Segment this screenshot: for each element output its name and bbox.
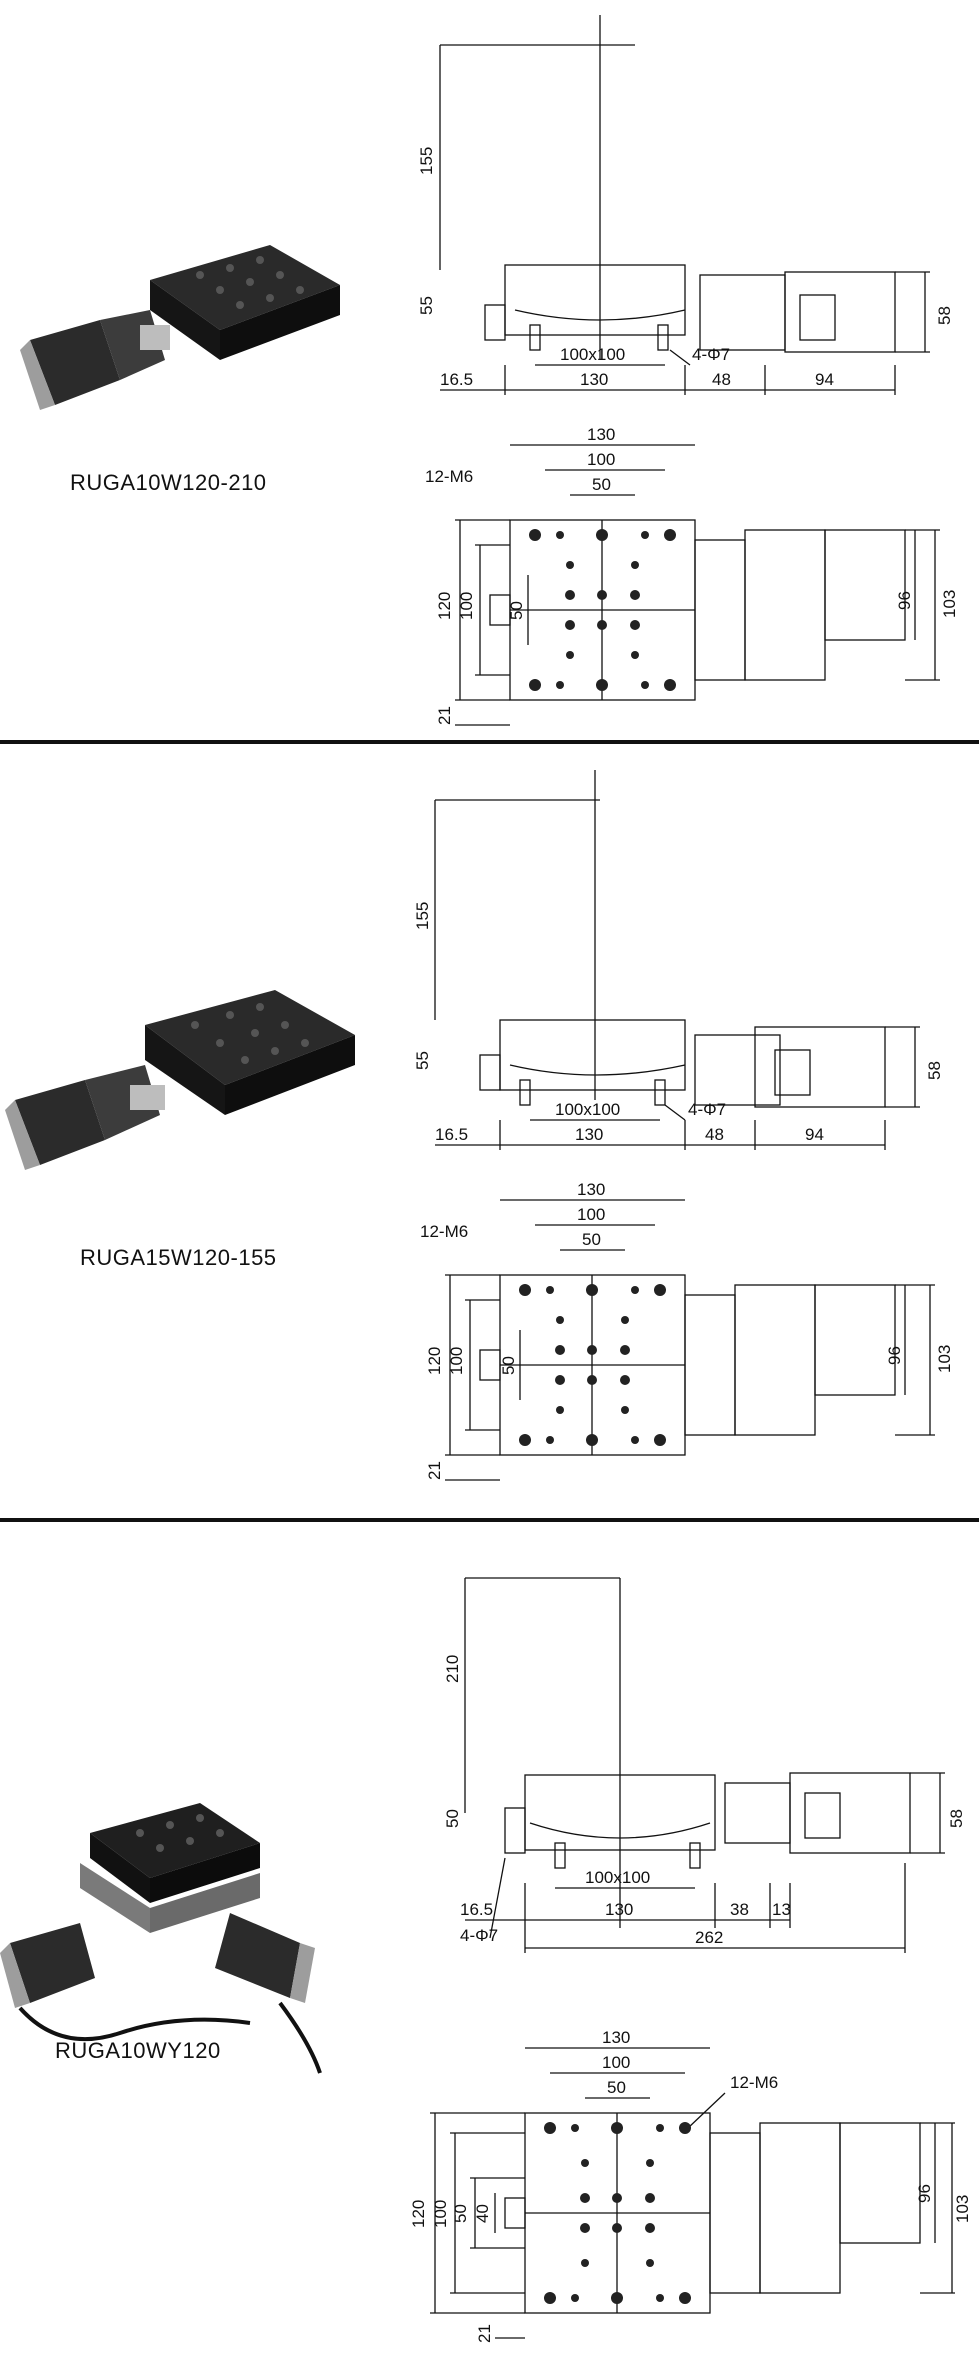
dim-holes: 4-Φ7 [688,1100,726,1119]
dim-total: 262 [695,1928,723,1947]
dim-h1: 120 [409,2200,428,2228]
model-label: RUGA15W120-155 [80,1245,277,1270]
dim-offset: 16.5 [460,1900,493,1919]
dim-base-hole: 100x100 [555,1100,620,1119]
side-view-drawing: 155 55 16.5 130 48 94 58 100x100 4-Φ7 [413,770,944,1150]
dim-motor: 94 [805,1125,824,1144]
side-view-drawing: 210 50 16.5 130 38 13 262 58 100x100 4-Φ… [443,1577,966,1953]
dim-h2: 100 [447,1347,466,1375]
dim-motor-height: 58 [947,1809,966,1828]
dim-h3: 50 [507,601,526,620]
dim-h2: 100 [431,2200,450,2228]
product-photo-1 [20,245,340,410]
dim-w1: 130 [587,425,615,444]
product-section-2: RUGA15W120-155 155 55 16.5 [0,745,979,1520]
dim-height: 55 [413,1051,432,1070]
dim-motor-height: 58 [925,1061,944,1080]
dim-motor-w: 96 [915,2184,934,2203]
dim-w3: 50 [582,1230,601,1249]
dim-motor-h: 103 [935,1345,954,1373]
dim-motor-h: 103 [953,2195,972,2223]
dim-h3: 50 [499,1356,518,1375]
dim-h1: 120 [435,592,454,620]
dim-height: 55 [417,296,436,315]
dim-gap: 48 [705,1125,724,1144]
top-view-drawing: 130 100 50 12-M6 120 100 50 96 103 21 [420,1180,954,1481]
dim-stroke: 155 [413,902,432,930]
dim-base-hole: 100x100 [585,1868,650,1887]
dim-offset: 21 [425,1461,444,1480]
dim-offset: 21 [435,706,454,725]
dim-offset: 21 [475,2324,494,2343]
product-section-3: RUGA10WY120 210 5 [0,1523,979,2354]
dim-gap: 48 [712,370,731,389]
dim-w2: 100 [587,450,615,469]
dim-holes: 4-Φ7 [460,1926,498,1945]
model-label: RUGA10W120-210 [70,470,267,495]
product-photo-2 [5,990,355,1170]
dim-h1: 120 [425,1347,444,1375]
dim-motor-h: 103 [940,590,959,618]
dim-motor-height: 58 [935,306,954,325]
dim-width: 130 [580,370,608,389]
dim-threads: 12-M6 [425,467,473,486]
dim-base-hole: 100x100 [560,345,625,364]
dim-threads: 12-M6 [730,2073,778,2092]
dim-motor-w: 96 [895,591,914,610]
side-view-drawing: 155 55 16.5 130 48 94 58 100x100 4-Φ7 [417,15,954,395]
dim-stroke: 155 [417,147,436,175]
dim-holes: 4-Φ7 [692,345,730,364]
dim-h2: 100 [457,592,476,620]
dim-w1: 130 [577,1180,605,1199]
top-view-drawing: 130 100 50 12-M6 120 100 50 96 103 21 [425,425,959,726]
dim-h3: 50 [451,2204,470,2223]
top-view-drawing: 130 100 50 12-M6 120 100 50 40 96 103 21 [409,2028,972,2343]
dim-h4: 40 [473,2204,492,2223]
dim-w3: 50 [607,2078,626,2097]
section-divider [0,1518,979,1522]
dim-w2: 100 [602,2053,630,2072]
dim-gap: 38 [730,1900,749,1919]
dim-width: 130 [605,1900,633,1919]
dim-stroke: 210 [443,1655,462,1683]
dim-width: 130 [575,1125,603,1144]
dim-height: 50 [443,1809,462,1828]
dim-w1: 130 [602,2028,630,2047]
dim-gap2: 13 [772,1900,791,1919]
dim-w2: 100 [577,1205,605,1224]
dim-motor-w: 96 [885,1346,904,1365]
product-section-1: RUGA10W120-210 155 55 [0,0,979,740]
section-divider [0,740,979,744]
model-label: RUGA10WY120 [55,2038,221,2063]
dim-offset: 16.5 [435,1125,468,1144]
dim-motor: 94 [815,370,834,389]
product-photo-3 [0,1803,322,2074]
dim-w3: 50 [592,475,611,494]
dim-threads: 12-M6 [420,1222,468,1241]
dim-offset: 16.5 [440,370,473,389]
